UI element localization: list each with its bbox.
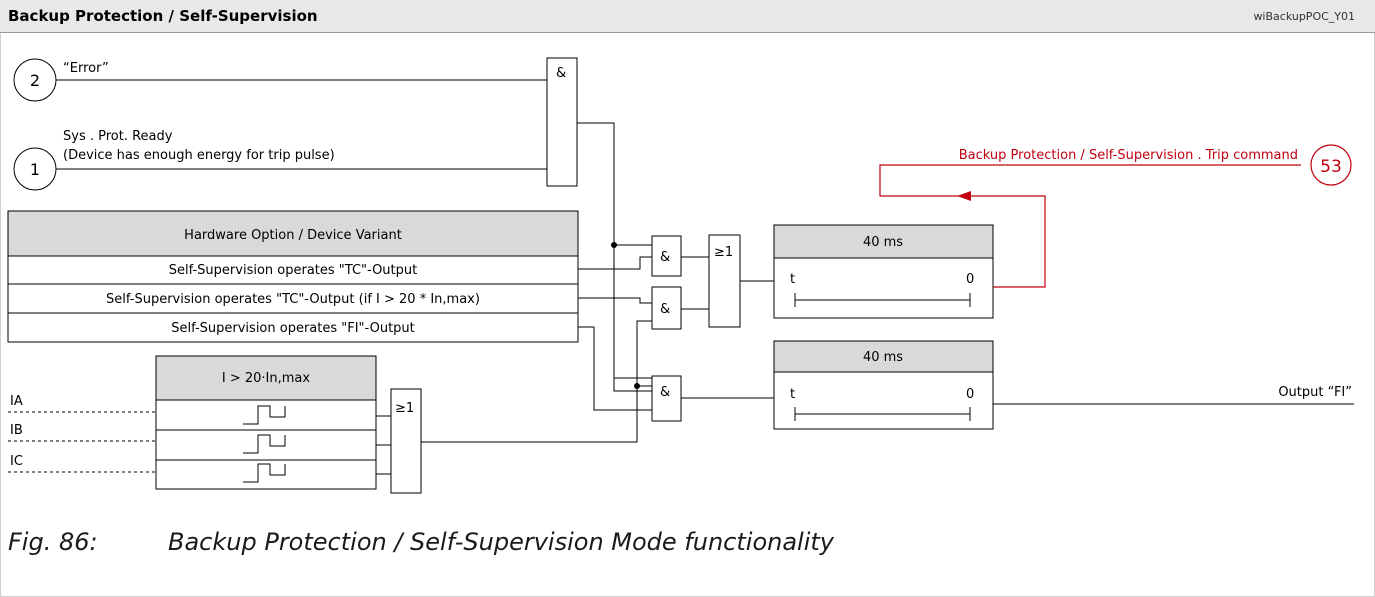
ic-label: IC — [10, 454, 23, 469]
and-gate-2-label: & — [660, 250, 670, 265]
fi-output-label: Output “FI” — [1278, 385, 1352, 400]
feedback-arrow — [957, 191, 971, 201]
hardware-row-3: Self-Supervision operates "FI"-Output — [171, 321, 415, 336]
junction-dot-2 — [634, 383, 640, 389]
figure-number: Fig. 86: — [8, 528, 98, 556]
and-gate-3 — [651, 286, 682, 330]
hysteresis-symbol-c — [243, 463, 286, 483]
figure-title: Backup Protection / Self-Supervision — [8, 7, 318, 25]
timer-1-zero: 0 — [966, 272, 974, 287]
output-53-number: 53 — [1320, 157, 1342, 177]
hardware-row-1: Self-Supervision operates "TC"-Output — [169, 263, 417, 278]
or-gate-2-label: ≥1 — [395, 401, 414, 416]
output-53-circle — [1310, 144, 1352, 186]
timer-2-t: t — [790, 387, 795, 402]
and-gate-1 — [546, 57, 578, 187]
ready-label-line2: (Device has enough energy for trip pulse… — [63, 148, 335, 163]
fi-output-line — [578, 326, 652, 411]
timer-2-zero: 0 — [966, 387, 974, 402]
or-gate-1-label: ≥1 — [714, 245, 733, 260]
or-gate-2 — [390, 388, 422, 494]
hysteresis-symbol-b — [243, 434, 286, 454]
figure-reference: wiBackupPOC_Y01 — [1253, 10, 1355, 23]
tc-output-line — [578, 256, 652, 270]
figure-caption: Fig. 86: Backup Protection / Self-Supervi… — [8, 528, 834, 556]
input-2-number: 2 — [30, 71, 40, 90]
and-gate-2 — [651, 235, 682, 277]
timer-1-t: t — [790, 272, 795, 287]
trip-command-label: Backup Protection / Self-Supervision . T… — [959, 148, 1298, 163]
hardware-option-title: Hardware Option / Device Variant — [184, 228, 402, 243]
timer-2-title: 40 ms — [863, 350, 903, 365]
and-gate-3-label: & — [660, 302, 670, 317]
and-gate-4-label: & — [660, 385, 670, 400]
error-label: “Error” — [63, 61, 109, 76]
or2-to-and3-line — [421, 320, 652, 443]
input-1-number: 1 — [30, 160, 40, 179]
tc-output-cond-line — [578, 297, 652, 304]
hysteresis-symbol-a — [243, 405, 286, 425]
timer-1-title: 40 ms — [863, 235, 903, 250]
hardware-option-header-bg — [7, 210, 579, 257]
figure-caption-text: Backup Protection / Self-Supervision Mod… — [168, 528, 834, 556]
ready-label-line1: Sys . Prot. Ready — [63, 129, 173, 144]
ib-label: IB — [10, 423, 23, 438]
threshold-title: I > 20·In,max — [222, 371, 311, 386]
and-gate-1-label: & — [556, 66, 566, 81]
logic-diagram: 2 “Error” 1 Sys . Prot. Ready (Device ha… — [7, 57, 1354, 494]
junction-dot-1 — [611, 242, 617, 248]
ia-label: IA — [10, 394, 23, 409]
hardware-row-2: Self-Supervision operates "TC"-Output (i… — [106, 292, 480, 307]
figure-title-bar: Backup Protection / Self-Supervision wiB… — [0, 0, 1375, 33]
and1-output-line — [577, 122, 652, 392]
